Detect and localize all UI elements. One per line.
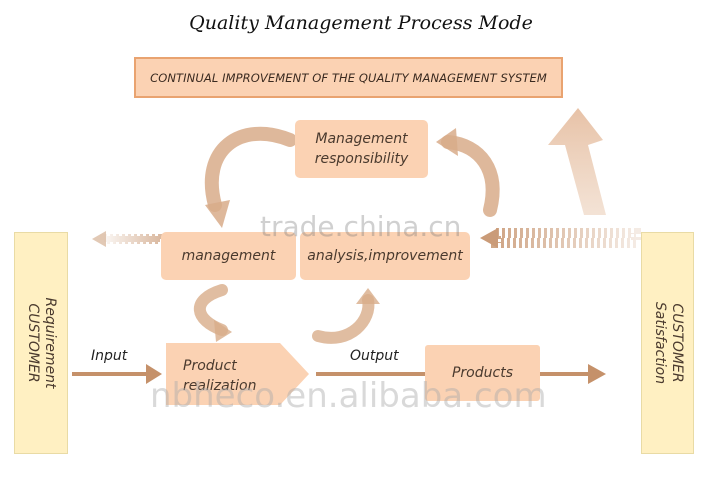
cycle-arrow-bottom-left (193, 284, 228, 336)
customer-satisfaction-column: CUSTOMER Satisfaction (641, 232, 694, 454)
resource-management-box: management (161, 232, 296, 280)
product-realization-shape (166, 343, 309, 405)
customer-requirement-column: Requirement CUSTOMER (14, 232, 68, 454)
cycle-arrow-bottom-right (312, 294, 375, 344)
watermark-center: trade.china.cn (260, 210, 462, 243)
cycle-arrow-top-left (204, 126, 297, 212)
management-responsibility-box: Management responsibility (295, 120, 428, 178)
feedback-dash-arrow-left (92, 231, 164, 247)
cycle-arrow-top-right (441, 135, 500, 217)
watermark-bottom: nbheco.en.alibaba.com (150, 376, 547, 416)
diagram-title: Quality Management Process Mode (189, 12, 533, 34)
products-box: Products (425, 345, 540, 401)
feedback-dash-arrow-right (480, 228, 641, 248)
product-realization-label: Product realization (183, 358, 257, 394)
continual-improvement-box: CONTINUAL IMPROVEMENT OF THE QUALITY MAN… (134, 57, 563, 98)
up-arrow-icon (548, 108, 606, 215)
measurement-analysis-improvement-box: analysis,improvement (300, 232, 470, 280)
output-label: Output (350, 348, 399, 364)
input-label: Input (91, 348, 128, 364)
input-arrow-icon (72, 364, 162, 384)
